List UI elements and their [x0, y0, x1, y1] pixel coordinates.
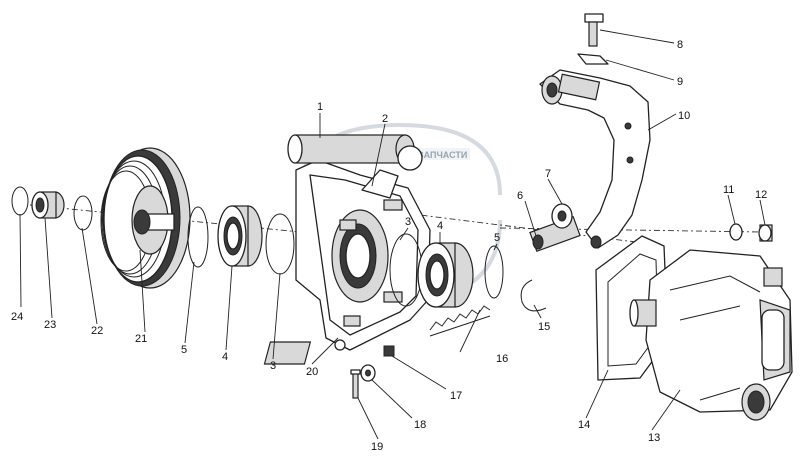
- part-4-left-bearing: [217, 205, 263, 267]
- callout-4b: 4: [222, 351, 228, 363]
- callout-16: 16: [496, 353, 508, 365]
- part-18-washer: [360, 364, 376, 382]
- callout-11: 11: [723, 184, 734, 196]
- part-13-pump: [629, 249, 793, 421]
- callout-13: 13: [648, 432, 660, 444]
- part-5-right-snap-ring: [484, 245, 504, 299]
- part-23-bushing: [31, 191, 65, 219]
- part-15-clamp: [520, 279, 547, 312]
- part-3-left-ring: [265, 213, 295, 275]
- part-10-arm: [539, 69, 651, 249]
- part-9-tab-washer: [577, 53, 609, 65]
- callout-9: 9: [677, 76, 683, 88]
- part-11-nut: [729, 223, 743, 241]
- callout-1: 1: [317, 101, 323, 113]
- part-20-housing: [295, 159, 431, 351]
- callout-23: 23: [44, 319, 56, 331]
- part-22-ring: [73, 195, 93, 231]
- part-6-7-adjuster: [529, 203, 581, 253]
- callout-2: 2: [382, 113, 388, 125]
- part-4-right-bearing: [417, 242, 474, 308]
- callout-3a: 3: [405, 216, 411, 228]
- part-12-nut: [758, 224, 773, 242]
- callout-3b: 3: [270, 360, 276, 372]
- callout-21: 21: [135, 333, 147, 345]
- callout-22: 22: [91, 325, 103, 337]
- callout-6: 6: [517, 190, 523, 202]
- callout-14: 14: [578, 419, 590, 431]
- part-1-shaft: [287, 134, 423, 171]
- part-19-bolt: [350, 369, 361, 399]
- callout-19: 19: [371, 441, 383, 453]
- callout-24: 24: [11, 311, 23, 323]
- part-21-pulley: [100, 147, 191, 289]
- part-5-left-snap-ring: [187, 206, 209, 268]
- callout-5b: 5: [181, 344, 187, 356]
- callout-8: 8: [677, 39, 683, 51]
- part-17-clip: [263, 341, 395, 365]
- leader-lines: [19, 29, 766, 440]
- callout-17: 17: [450, 390, 462, 402]
- part-24-snap-ring: [11, 186, 29, 216]
- callout-4a: 4: [437, 220, 443, 232]
- part-8-bolt: [584, 13, 604, 47]
- callout-10: 10: [678, 110, 690, 122]
- callout-12: 12: [755, 189, 767, 201]
- callout-15: 15: [538, 321, 550, 333]
- callout-7: 7: [545, 168, 551, 180]
- part-16-spring: [429, 305, 491, 337]
- callout-5a: 5: [494, 232, 500, 244]
- callout-18: 18: [414, 419, 426, 431]
- callout-labels: 1 2 3 3 4 4 5 5 6 7 8 9 10 11 12 13 14 1…: [11, 39, 767, 453]
- callout-20: 20: [306, 366, 318, 378]
- watermark-text: ЗАПЧАСТИ: [418, 150, 467, 160]
